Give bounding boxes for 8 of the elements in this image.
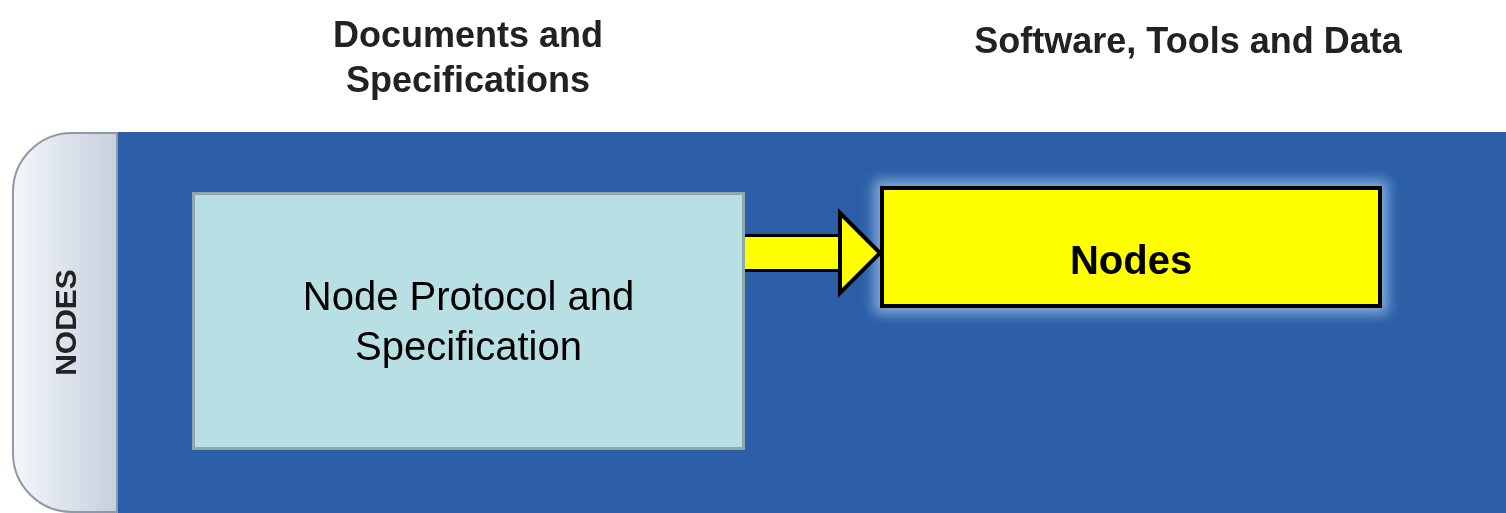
column-heading: Software, Tools and Data — [973, 19, 1403, 63]
side-tab — [12, 132, 118, 513]
node-label: Node Protocol and Specification — [301, 273, 636, 370]
process-box — [192, 192, 745, 450]
process-box — [880, 186, 1382, 308]
node-label: NODES — [47, 269, 83, 376]
column-heading: Documents and Specifications — [331, 13, 604, 102]
node-label: Nodes — [1069, 237, 1193, 284]
